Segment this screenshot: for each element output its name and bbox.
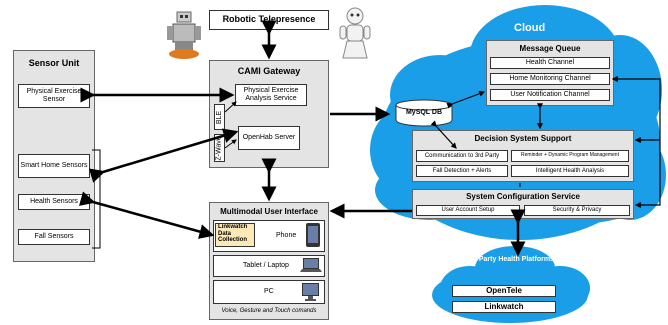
home-monitoring-channel: Home Monitoring Channel — [490, 73, 610, 85]
robotic-telepresence-box: Robotic Telepresence — [209, 10, 329, 30]
fall-detection-alerts: Fall Detection + Alerts — [416, 165, 508, 177]
health-channel: Health Channel — [490, 57, 610, 69]
physical-exercise-sensor: Physical Exercise Sensor — [18, 84, 90, 108]
health-sensors: Health Sensors — [18, 194, 90, 210]
message-queue-title: Message Queue — [519, 44, 581, 53]
cloud-title: Cloud — [514, 22, 546, 34]
robot-pepper-icon — [339, 7, 371, 59]
ble-label: BLE — [214, 104, 225, 130]
smart-home-sensors: Smart Home Sensors — [18, 154, 90, 178]
linkwatch-box: Linkwatch — [452, 301, 556, 313]
opentele-box: OpenTele — [452, 285, 556, 297]
zwave-label: Z-Wave — [214, 134, 225, 162]
mui-footer: Voice, Gesture and Touch comands — [221, 308, 317, 314]
tablet-row — [213, 255, 325, 277]
reminder-program-management: Reminder + Dynamic Program Management — [511, 150, 629, 162]
fall-sensors: Fall Sensors — [18, 229, 90, 245]
mui-title: Multimodal User Interface — [220, 207, 318, 216]
tablet-label: Tablet / Laptop — [243, 262, 289, 269]
config-title: System Configuration Service — [466, 192, 580, 201]
communication-third-party: Communication to 3rd Party — [416, 150, 508, 162]
laptop-icon — [300, 258, 322, 272]
cami-gateway-title: CAMI Gateway — [237, 66, 301, 76]
pc-icon — [302, 283, 319, 301]
user-account-setup: User Account Setup — [416, 205, 520, 216]
security-privacy: Security & Privacy — [524, 205, 630, 216]
pc-label: PC — [264, 288, 274, 295]
intelligent-health-analysis: Intelligent Health Analysis — [511, 165, 629, 177]
mysql-db-label: MySQL DB — [405, 109, 443, 116]
third-party-title: 3rd Party Health Platforms — [466, 256, 554, 263]
dss-title: Decision System Support — [474, 134, 572, 143]
physical-exercise-analysis-service: Physical Exercise Analysis Service — [235, 84, 307, 106]
openhab-server: OpenHab Server — [238, 126, 300, 150]
user-notification-channel: User Notification Channel — [490, 89, 610, 101]
linkwatch-data-collection: Linkwatch Data Collection — [215, 223, 255, 247]
phone-icon — [306, 223, 320, 247]
sensor-unit-title: Sensor Unit — [28, 58, 80, 68]
robot-telepresence-icon — [167, 11, 201, 59]
phone-label: Phone — [276, 232, 297, 239]
cami-gateway-panel — [209, 60, 329, 168]
